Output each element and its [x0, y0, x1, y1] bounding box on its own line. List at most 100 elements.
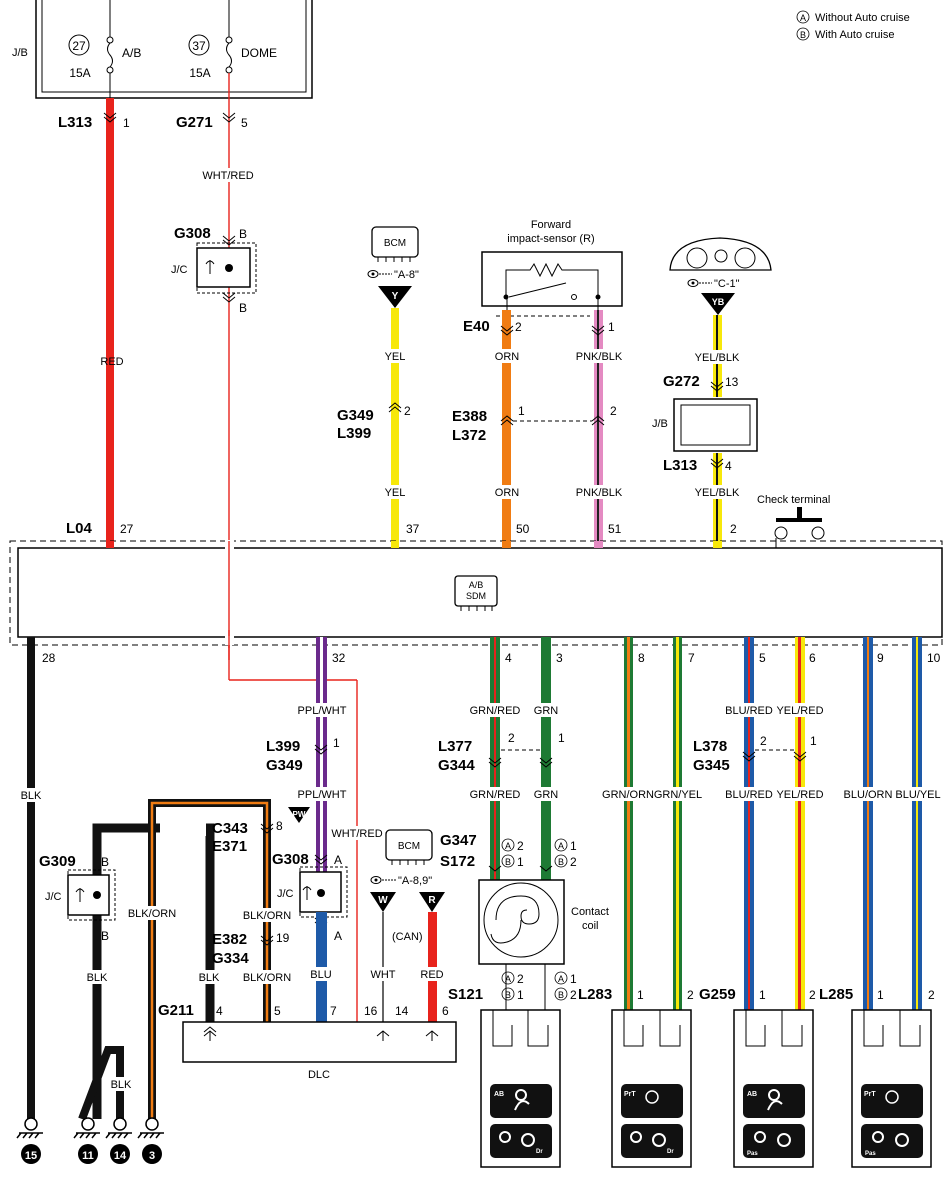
sdm-pin-2: 2 [730, 522, 737, 536]
cluster-icon [669, 237, 772, 271]
wire-label-red: RED [100, 356, 123, 368]
legend: A Without Auto cruise B With Auto cruise [796, 10, 910, 41]
wire-label-yel-blk-2: YEL/BLK [695, 487, 740, 499]
s121-a-pin: 2 [517, 972, 524, 986]
conn-l313-mid: L313 [663, 457, 697, 474]
sdm-label-2: SDM [466, 591, 486, 601]
conn-g259-pin-2: 2 [809, 988, 816, 1002]
airbag-module-pretensioner-driver: PrT Dr [611, 1009, 692, 1168]
contact-coil-label-2: coil [582, 920, 599, 932]
s121-a2-mark: A [558, 974, 564, 984]
conn-e388: E388 [452, 408, 487, 425]
legend-a-label: Without Auto cruise [815, 12, 910, 24]
fuse-37-number: 37 [192, 39, 206, 53]
conn-g349-bot: G349 [266, 757, 303, 774]
wire-label-pnk-blk-1: PNK/BLK [576, 351, 623, 363]
legend-a-symbol: A [800, 13, 806, 23]
instrument-cluster: "C-1" YB [669, 237, 772, 315]
wire-label-grn-orn: GRN/ORN [602, 789, 654, 801]
junction-block-mid [673, 398, 758, 452]
dlc-label: DLC [308, 1069, 330, 1081]
forward-impact-sensor: Forward impact-sensor (R) [481, 219, 623, 317]
jc-label-bot: J/C [277, 888, 294, 900]
conn-l399-pin: 1 [333, 736, 340, 750]
s121-b-mark: B [505, 990, 511, 1000]
conn-g308-bot-a2: A [334, 929, 342, 943]
airbag-icon [515, 1089, 527, 1101]
g347-a-pin: 2 [517, 839, 524, 853]
conn-c343: C343 [212, 820, 248, 837]
conn-l313-top: L313 [58, 114, 92, 131]
wire-label-yel-red-1: YEL/RED [776, 705, 823, 717]
wire-label-grn-1: GRN [534, 705, 559, 717]
svg-text:PrT: PrT [864, 1091, 876, 1098]
wire-label-can: (CAN) [392, 931, 423, 943]
svg-text:Pas: Pas [747, 1151, 758, 1157]
wire-blk-28 [27, 637, 35, 1119]
conn-l377-pin-right: 1 [558, 731, 565, 745]
wire-label-orn-2: ORN [495, 487, 520, 499]
conn-c343-pin: 8 [276, 819, 283, 833]
wire-label-grn-2: GRN [534, 789, 559, 801]
sensor-title-1: Forward [531, 219, 571, 231]
ground-15: 15 [16, 1117, 43, 1164]
conn-l04-pin: 27 [120, 522, 134, 536]
conn-l377: L377 [438, 738, 472, 755]
pretensioner-icon [885, 1090, 899, 1104]
conn-s172: S172 [440, 853, 475, 870]
sdm-pin-50: 50 [516, 522, 530, 536]
tag-yb: YB [712, 297, 725, 307]
conn-g308-top-b2: B [239, 301, 247, 315]
bcm-top: BCM "A-8" Y [367, 226, 419, 308]
wire-label-wht-red-top: WHT/RED [202, 170, 253, 182]
jc-label-top: J/C [171, 264, 188, 276]
fuse-37-rating: 15A [189, 66, 210, 80]
wire-label-grn-yel: GRN/YEL [654, 789, 702, 801]
wire-label-blk-1: BLK [21, 790, 42, 802]
contact-coil-label-1: Contact [571, 906, 609, 918]
conn-e388-pin-left: 1 [518, 404, 525, 418]
svg-text:PrT: PrT [624, 1091, 636, 1098]
conn-l285-pin-2: 2 [928, 988, 935, 1002]
tag-y: Y [392, 291, 399, 302]
wire-label-blk-orn-2: BLK/ORN [243, 910, 291, 922]
seat-icon [499, 1131, 511, 1143]
wire-red [103, 73, 117, 547]
sdm-pin-5: 5 [759, 651, 766, 665]
jc-label-g309: J/C [45, 891, 62, 903]
conn-l378: L378 [693, 738, 727, 755]
conn-l283: L283 [578, 986, 612, 1003]
sensor-title-2: impact-sensor (R) [507, 233, 594, 245]
wire-label-grn-red-2: GRN/RED [470, 789, 521, 801]
eye-icon [687, 279, 699, 287]
bcm-top-ref: "A-8" [394, 269, 419, 281]
ground-icon [142, 1144, 162, 1164]
pretensioner-icon [645, 1090, 659, 1104]
check-terminal: Check terminal [717, 494, 830, 563]
ground-11-label: 11 [82, 1150, 94, 1162]
s172-a-mark: A [558, 841, 564, 851]
tag-pw: PW [293, 810, 306, 819]
conn-e388-pin-right: 2 [610, 404, 617, 418]
wire-label-yel-2: YEL [385, 487, 406, 499]
conn-g308-bot: G308 [272, 851, 309, 868]
wire-label-blu-red-2: BLU/RED [725, 789, 773, 801]
ground-icon [110, 1144, 130, 1164]
eye-icon [370, 876, 382, 884]
s172-a-pin: 1 [570, 839, 577, 853]
wire-label-blu-orn: BLU/ORN [844, 789, 893, 801]
fuse-37-name: DOME [241, 46, 277, 60]
sdm-pin-6: 6 [809, 651, 816, 665]
wire-label-grn-red-1: GRN/RED [470, 705, 521, 717]
jb-label: J/B [12, 47, 28, 59]
jc-g308-bottom [299, 854, 348, 928]
svg-text:Dr: Dr [536, 1149, 543, 1155]
bcm-top-label: BCM [384, 238, 406, 249]
conn-g349-pin: 2 [404, 404, 411, 418]
wire-grn [541, 637, 551, 880]
conn-e40-pin-right: 1 [608, 320, 615, 334]
conn-l399-bot: L399 [266, 738, 300, 755]
coil-icon [490, 895, 540, 944]
conn-g345: G345 [693, 757, 730, 774]
